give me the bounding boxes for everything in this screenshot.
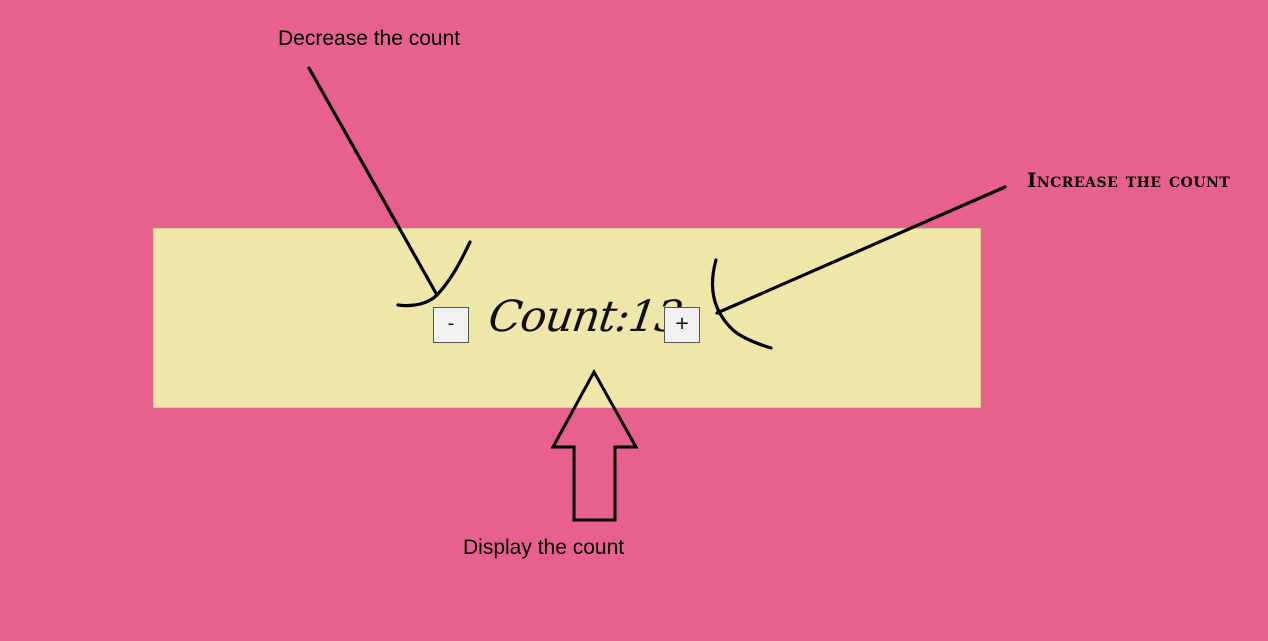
counter-panel: - Count:13 + bbox=[153, 228, 981, 408]
increase-annotation-label: Increase the count bbox=[1027, 168, 1231, 192]
decrement-button[interactable]: - bbox=[433, 307, 469, 343]
count-label: Count: bbox=[485, 292, 633, 342]
increment-button[interactable]: + bbox=[664, 307, 700, 343]
display-annotation-label: Display the count bbox=[463, 536, 625, 559]
decrease-annotation-label: Decrease the count bbox=[278, 27, 461, 50]
count-display: Count:13 bbox=[485, 289, 685, 345]
